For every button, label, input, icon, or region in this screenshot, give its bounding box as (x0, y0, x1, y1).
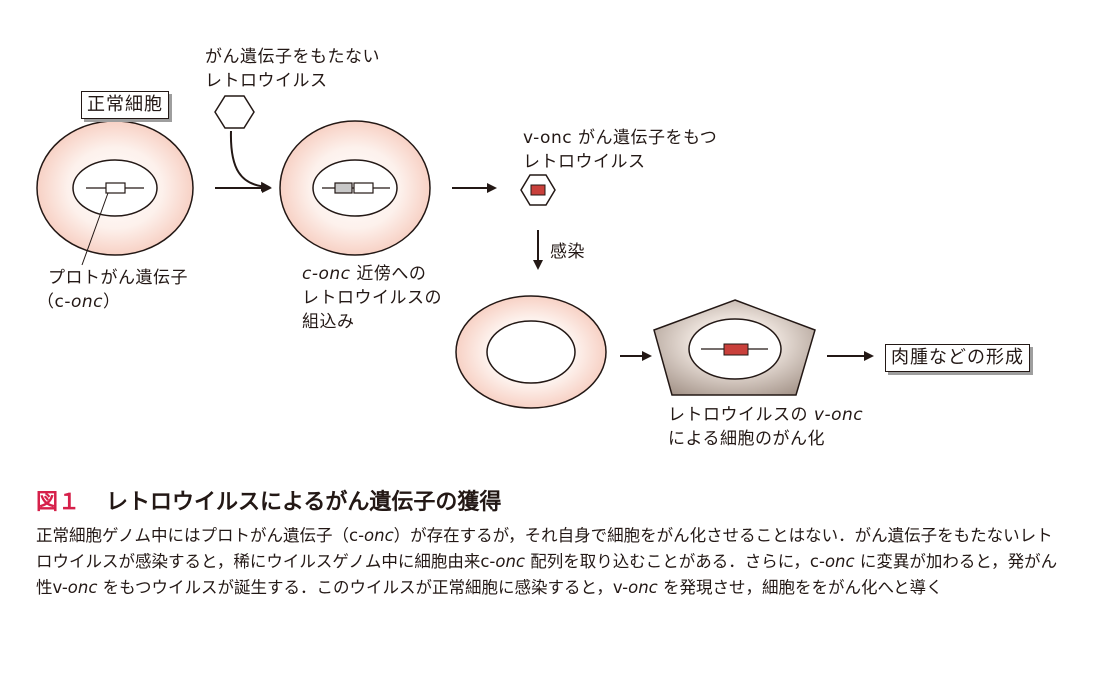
v-onc-term-2: v-onc (813, 405, 864, 425)
transformation-label-1: レトロウイルスの v-onc (668, 404, 863, 426)
caption-part: 正常細胞ゲノム中にはプロトがん遺伝子（c- (36, 526, 365, 545)
normal-cell-1 (36, 120, 194, 256)
caption-italic: onc (495, 552, 525, 571)
proto-oncogene-pointer (81, 192, 109, 266)
retrovirus-v-onc-label-1-rest: がん遺伝子をもつ (572, 128, 718, 148)
caption-part: に変異が加わると，発がん性v- (36, 552, 1058, 597)
retrovirus-no-onc-icon (214, 95, 255, 129)
transformation-label-2: による細胞のがん化 (668, 429, 825, 449)
transformation-label-1-rest: レトロウイルスの (668, 405, 814, 425)
caption-part: ）が存在するが，それ自身で細胞をがん化させることはない．がん遺伝子をもたないレト… (36, 526, 1053, 571)
integration-label-3: 組込み (302, 312, 355, 332)
cell-with-integration (279, 120, 431, 256)
figure-title: 図１ レトロウイルスによるがん遺伝子の獲得 (36, 484, 501, 516)
c-onc-gene (353, 182, 374, 194)
tumor-formation-label: 肉腫などの形成 (885, 344, 1030, 372)
caption-part: をもつウイルスが誕生する．このウイルスが正常細胞に感染すると，v- (97, 578, 629, 597)
infection-arrow-1 (229, 130, 271, 192)
caption-italic: onc (628, 578, 658, 597)
onc-term: onc (70, 292, 104, 312)
v-onc-gene-expressed (723, 343, 749, 356)
caption-italic: onc (67, 578, 98, 597)
infection-label: 感染 (550, 242, 585, 262)
caption-italic: onc (824, 552, 855, 571)
proto-oncogene-label-2: （c-onc） (37, 291, 121, 313)
integration-label-1-rest: 近傍への (350, 264, 427, 284)
retrovirus-no-onc-label-2: レトロウイルス (205, 71, 328, 91)
normal-cell-label: 正常細胞 (81, 91, 169, 119)
integration-label-1: c-onc 近傍への (302, 263, 426, 285)
figure-number: 図１ (36, 490, 81, 515)
integration-label-2: レトロウイルスの (302, 288, 442, 308)
figure-title-text: レトロウイルスによるがん遺伝子の獲得 (106, 490, 502, 515)
v-onc-gene (530, 184, 546, 196)
integrated-retrovirus-gene (334, 182, 353, 194)
retrovirus-no-onc-label-1: がん遺伝子をもたない (205, 47, 380, 67)
proto-oncogene-gene (105, 182, 126, 194)
caption-part: 配列を取り込むことがある．さらに，c- (525, 552, 825, 571)
figure-caption: 正常細胞ゲノム中にはプロトがん遺伝子（c-onc）が存在するが，それ自身で細胞を… (36, 523, 1066, 601)
retrovirus-v-onc-label-1: v-onc がん遺伝子をもつ (523, 127, 717, 149)
proto-oncogene-label-1: プロトがん遺伝子 (48, 268, 188, 288)
v-onc-term: v-onc (523, 128, 573, 148)
proto-oncogene-close: ） (103, 292, 121, 312)
proto-oncogene-open: （c- (37, 292, 71, 312)
transformed-cell (653, 299, 816, 396)
caption-italic: onc (364, 526, 394, 545)
normal-cell-2 (455, 295, 607, 409)
diagram-canvas (36, 95, 874, 409)
caption-part: を発現させ，細胞ををがん化へと導く (657, 578, 943, 597)
retrovirus-v-onc-label-2: レトロウイルス (523, 152, 646, 172)
c-onc-term: c-onc (302, 264, 351, 284)
